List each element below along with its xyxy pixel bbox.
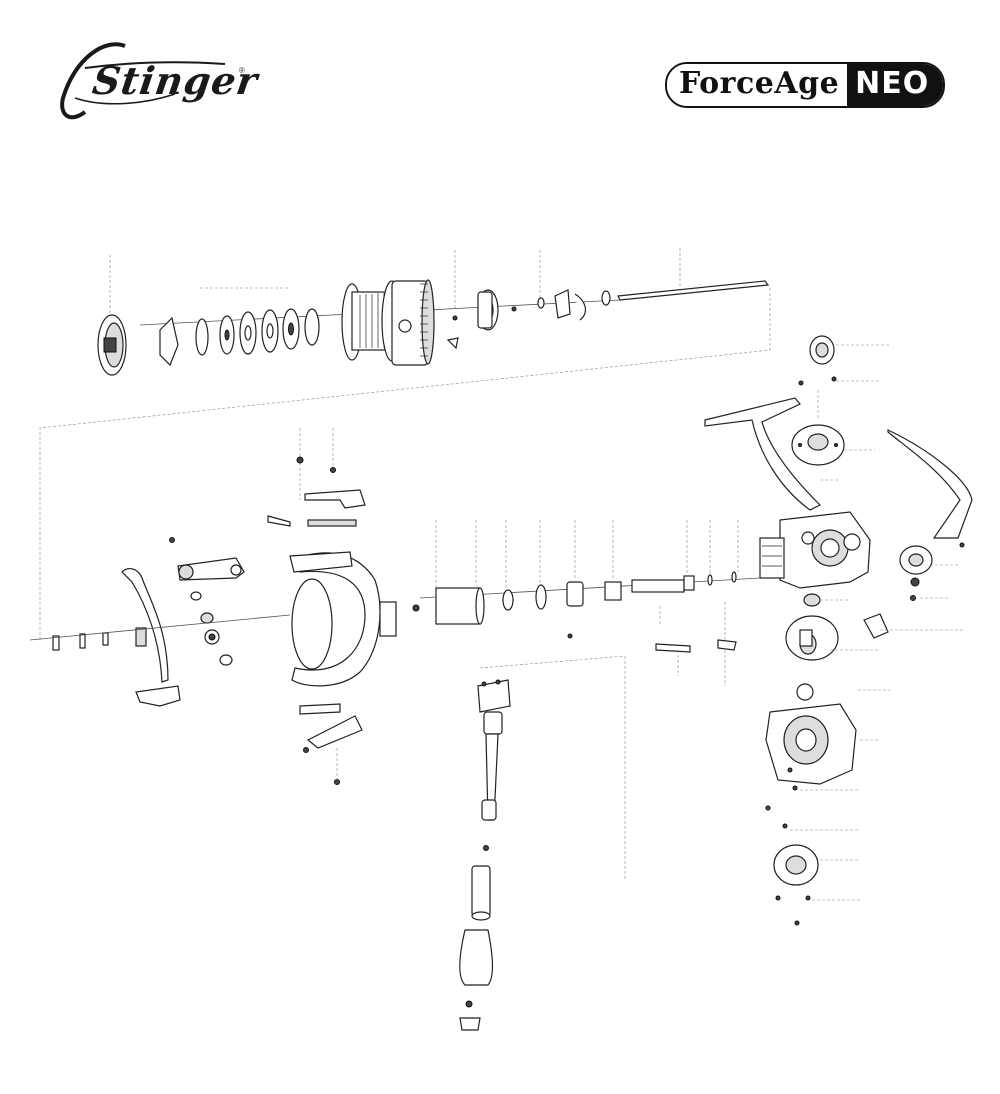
- rod-foot-part: [477, 679, 511, 851]
- rotor-plate-part: [791, 424, 845, 466]
- bail-knob-part: [809, 335, 835, 365]
- model-name-part1: ForceAge: [667, 64, 848, 106]
- screw-part: [511, 306, 517, 312]
- trademark-symbol: ®: [239, 66, 245, 75]
- spring-part: [574, 293, 587, 321]
- bail-wire-part: [887, 429, 973, 539]
- bail-arm-assembly: [704, 335, 973, 539]
- cap-part: [601, 290, 611, 306]
- side-cover-part: [765, 703, 857, 829]
- clip-part: [446, 337, 459, 350]
- drag-washer-stack: [159, 308, 320, 367]
- handle-knob-part: [121, 568, 181, 707]
- end-cap-part: [459, 1017, 481, 1031]
- handle-small-parts: [29, 614, 291, 651]
- bail-arm-part: [704, 397, 822, 511]
- gearbox-housing-part: [759, 511, 871, 589]
- small-pin-part: [452, 315, 458, 321]
- line-roller-part: [899, 545, 933, 601]
- body-leader-lines: [435, 520, 739, 590]
- handle-arm-part: [177, 557, 245, 581]
- grip-knob-part: [459, 929, 494, 986]
- rotor-leader-lines: [790, 449, 960, 901]
- model-logo: ForceAge NEO: [665, 62, 946, 108]
- main-shaft-part: [617, 280, 770, 301]
- spool-cap-part: [97, 314, 127, 376]
- stinger-swoosh-icon: [60, 42, 226, 120]
- oscillation-parts: [412, 571, 737, 625]
- stopper-parts: [567, 602, 737, 686]
- model-name-part2: NEO: [847, 64, 944, 106]
- clip-arm-part: [863, 613, 889, 639]
- rod-foot-assembly: [459, 655, 626, 1031]
- washer-part: [537, 297, 545, 309]
- handle-screw-part: [169, 537, 175, 543]
- end-screw-part: [465, 1000, 473, 1008]
- spool-assembly-group: [39, 248, 771, 640]
- stinger-logo: Stinger ®: [55, 38, 261, 130]
- rotor-assembly: [765, 449, 965, 926]
- grip-sleeve-part: [471, 865, 491, 921]
- bracket-part: [554, 289, 571, 319]
- spool-part: [341, 279, 435, 366]
- bearing-cap-part: [773, 844, 819, 926]
- handle-assembly: [29, 537, 291, 707]
- bearing-part: [796, 683, 814, 701]
- drive-gear-parts: [267, 428, 366, 527]
- rotor-part: [785, 615, 839, 661]
- pinion-gear-part: [803, 593, 821, 607]
- rear-cover-part: [299, 703, 363, 785]
- handle-bearings: [190, 591, 233, 666]
- reel-body-assembly: [267, 428, 871, 785]
- front-frame-part: [289, 551, 397, 687]
- assembly-outline: [39, 288, 771, 640]
- gear-part: [477, 289, 499, 331]
